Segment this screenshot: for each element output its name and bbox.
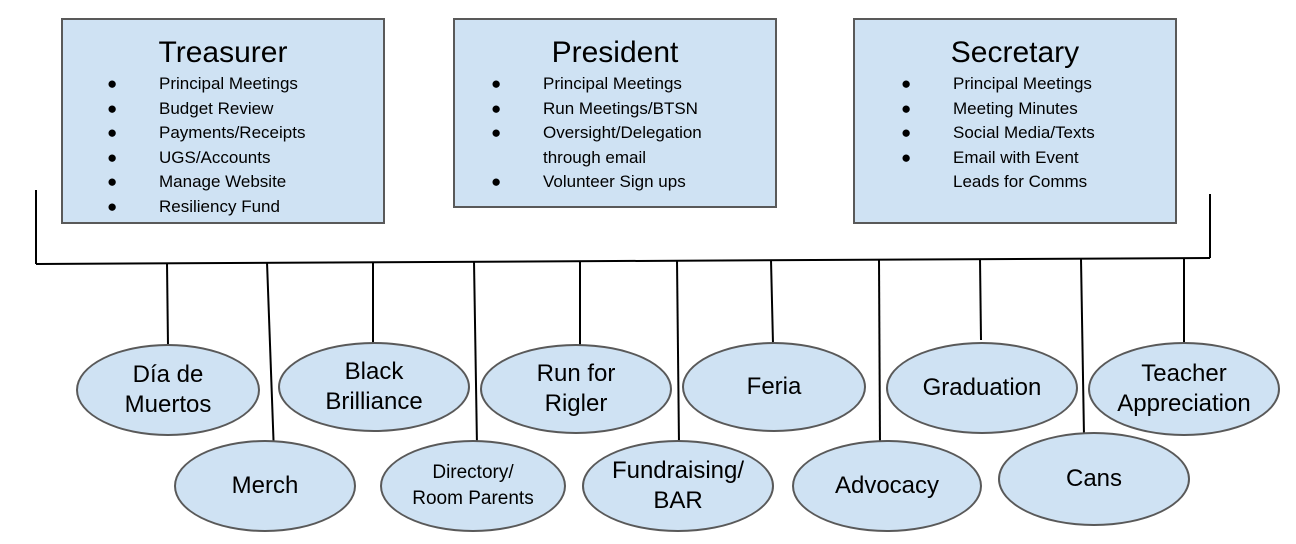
committee-directory-room-parents: Directory/ Room Parents: [380, 440, 566, 532]
role-box-treasurer: Treasurer ●Principal Meetings ●Budget Re…: [61, 18, 385, 224]
duty-item: ●Social Media/Texts: [901, 123, 1095, 142]
duty-item: ●Email with Event Leads for Comms: [901, 147, 1088, 192]
role-title: Secretary: [950, 36, 1080, 69]
committee-dia-de-muertos: Día de Muertos: [76, 344, 260, 436]
duty-item: ●Run Meetings/BTSN: [491, 98, 698, 118]
main-horizontal-line: [35, 257, 1211, 265]
committee-merch: Merch: [174, 440, 356, 532]
duty-item: ●Volunteer Sign ups: [491, 172, 686, 191]
duty-list: ●Principal Meetings ●Meeting Minutes ●So…: [855, 72, 1175, 195]
drop-line-dia-de-muertos: [166, 262, 169, 347]
duty-item: ●Oversight/Delegation through email: [491, 123, 702, 167]
committee-run-for-rigler: Run for Rigler: [480, 344, 672, 434]
duty-item: ●Payments/Receipts: [107, 123, 306, 142]
role-box-secretary: Secretary ●Principal Meetings ●Meeting M…: [853, 18, 1177, 224]
duty-item: ●Budget Review: [107, 98, 274, 118]
duty-list: ●Principal Meetings ●Run Meetings/BTSN ●…: [455, 72, 775, 195]
drop-line-fundraising: [676, 259, 680, 445]
role-box-president: President ●Principal Meetings ●Run Meeti…: [453, 18, 777, 208]
committee-teacher-appreciation: Teacher Appreciation: [1088, 342, 1280, 436]
role-title: Treasurer: [158, 36, 288, 69]
duty-item: ●Principal Meetings: [901, 74, 1092, 93]
duty-item: ●Manage Website: [107, 172, 287, 191]
drop-line-directory: [473, 260, 478, 447]
role-title: President: [551, 36, 679, 69]
drop-line-cans: [1080, 258, 1085, 437]
committee-fundraising-bar: Fundraising/ BAR: [582, 440, 774, 532]
drop-line-advocacy: [878, 259, 881, 447]
duty-list: ●Principal Meetings ●Budget Review ●Paym…: [63, 72, 383, 219]
duty-item: ●Principal Meetings: [491, 74, 682, 93]
drop-line-merch: [266, 261, 275, 455]
drop-line-graduation: [979, 258, 982, 341]
committee-graduation: Graduation: [886, 342, 1078, 434]
committee-black-brilliance: Black Brilliance: [278, 342, 470, 432]
duty-item: ●UGS/Accounts: [107, 147, 271, 167]
duty-item: ●Meeting Minutes: [901, 98, 1078, 118]
committee-feria: Feria: [682, 342, 866, 432]
committee-advocacy: Advocacy: [792, 440, 982, 532]
duty-item: ●Resiliency Fund: [107, 196, 280, 216]
committee-cans: Cans: [998, 432, 1190, 526]
duty-item: ●Principal Meetings: [107, 74, 298, 93]
drop-line-feria: [770, 259, 774, 345]
